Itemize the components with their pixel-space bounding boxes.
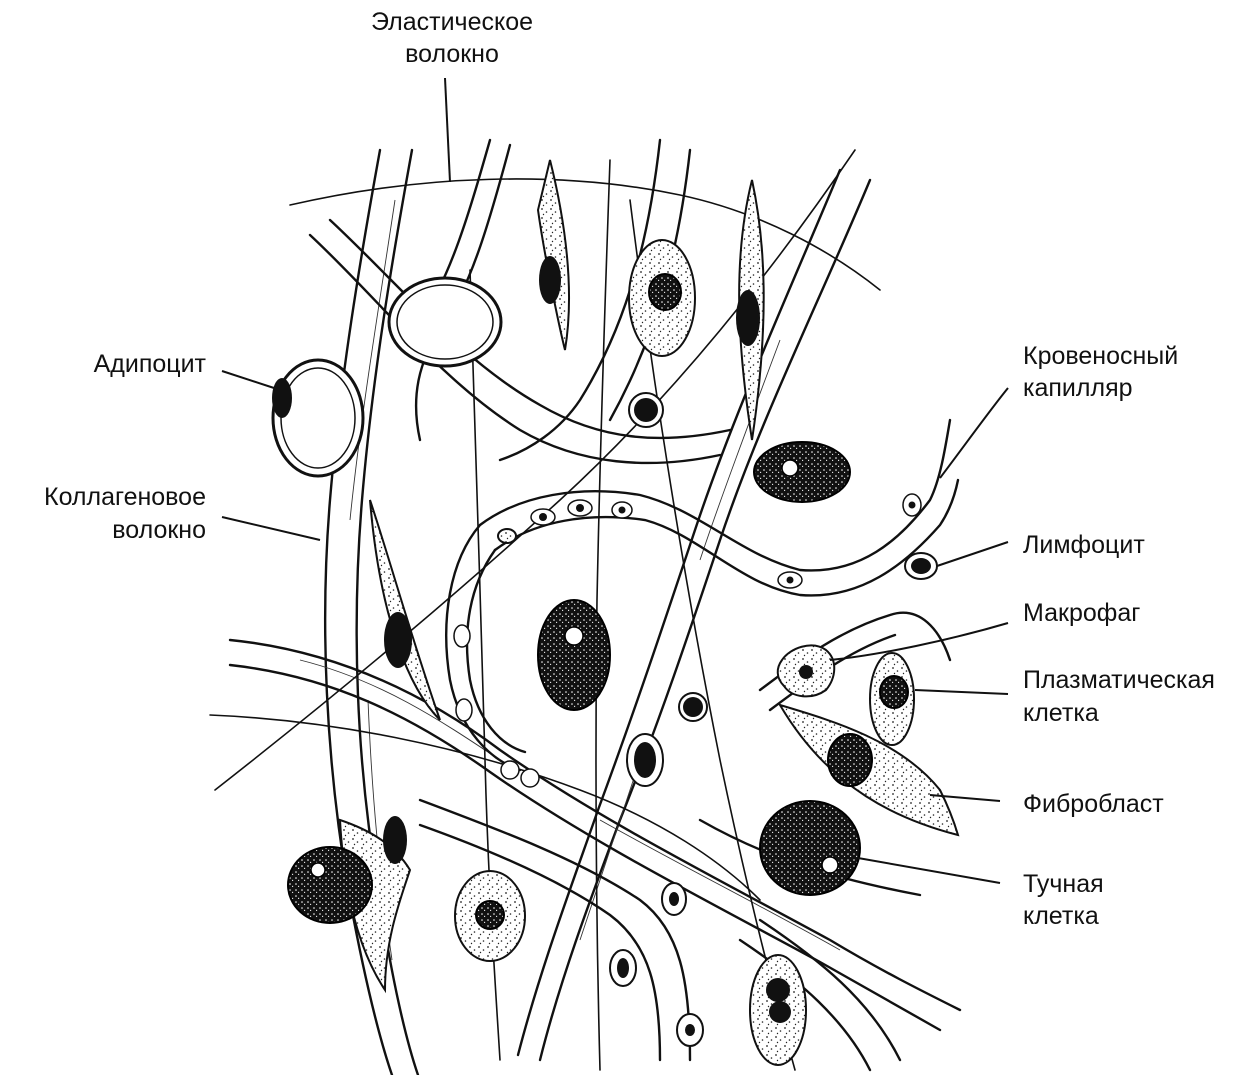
label-adipocyte: Адипоцит	[94, 350, 207, 378]
label-mast-cell-line1: Тучная	[1023, 870, 1104, 898]
collagen-fibers	[230, 140, 960, 1075]
label-fibroblast: Фибробласт	[1023, 790, 1164, 818]
label-plasma-cell-line2: клетка	[1023, 699, 1099, 727]
label-collagen-fiber-line2: волокно	[112, 516, 206, 544]
label-mast-cell-line2: клетка	[1023, 902, 1099, 930]
label-macrophage: Макрофаг	[1023, 599, 1140, 627]
macrophage	[778, 645, 835, 696]
label-blood-capillary-line2: капилляр	[1023, 374, 1133, 402]
label-elastic-fiber-line2: волокно	[405, 40, 499, 68]
label-plasma-cell-line1: Плазматическая	[1023, 666, 1215, 694]
label-elastic-fiber-line1: Эластическое	[371, 8, 533, 36]
label-collagen-fiber-line1: Коллагеновое	[44, 483, 206, 511]
label-blood-capillary-line1: Кровеносный	[1023, 342, 1178, 370]
plasma-cells	[455, 240, 914, 1065]
label-lymphocyte: Лимфоцит	[1023, 531, 1145, 559]
